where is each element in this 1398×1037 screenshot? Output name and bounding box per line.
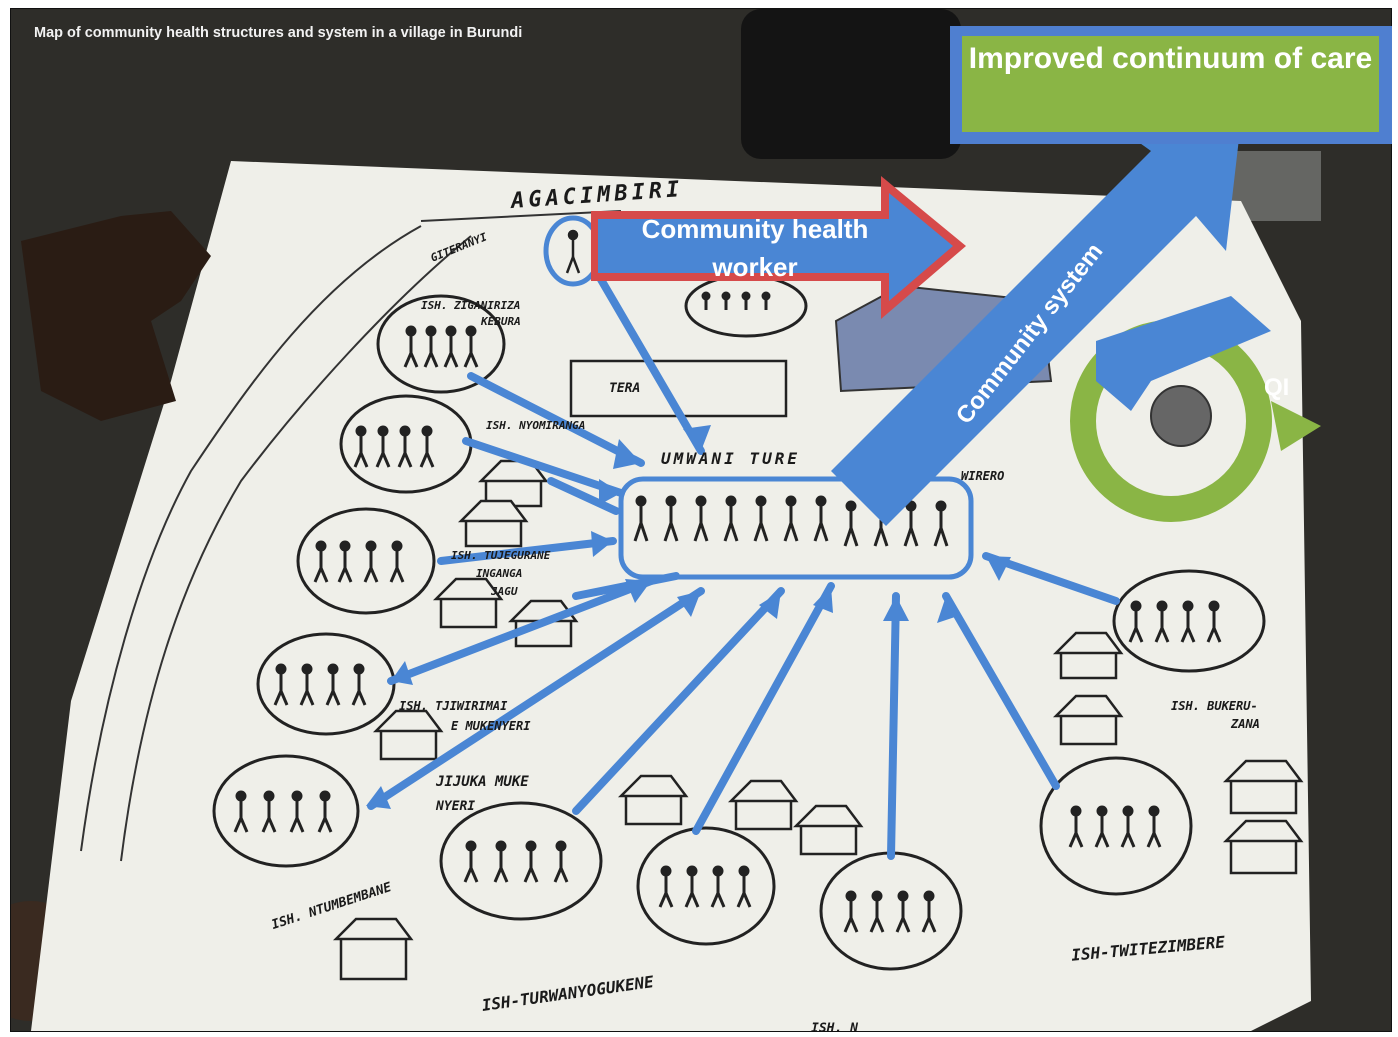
map-label: ISH. N: [811, 1021, 858, 1032]
map-label: ISH. TJIWIRIMAI: [399, 699, 508, 713]
arrow-head: [937, 596, 961, 623]
map-label: ISH. NYOMIRANGA: [486, 419, 586, 432]
bag-shape: [741, 9, 961, 159]
house-icon: [457, 499, 529, 548]
arrow-head: [366, 786, 391, 809]
road-line: [120, 235, 472, 862]
flow-arrow: [387, 577, 655, 685]
map-label: UMWANI TURE: [661, 449, 800, 468]
house-icon: [617, 774, 689, 826]
chw-label: Community health worker: [641, 214, 869, 282]
arrow-head: [813, 586, 833, 613]
house-icon: [332, 917, 414, 981]
map-label: JAGU: [491, 585, 518, 598]
road-line: [80, 225, 422, 852]
map-label: NYERI: [436, 799, 476, 814]
group-circles: [212, 274, 1266, 971]
flow-arrow: [547, 477, 620, 515]
house-icon: [1052, 631, 1124, 680]
arrow-head: [683, 425, 711, 451]
chw-figure: [565, 229, 581, 274]
arrow-head: [759, 591, 781, 619]
map-label: JIJUKA MUKE: [436, 774, 529, 790]
slide-caption: Map of community health structures and s…: [34, 25, 523, 41]
qi-cycle-arrowhead: [1271, 401, 1321, 451]
photo: AGACIMBIRI GITERANYI ISH. ZIGANIRIZA KEB…: [10, 8, 1392, 1032]
chw-arrow: [598, 193, 953, 301]
map-label: KEBURA: [481, 315, 521, 328]
photo-drawing: [11, 9, 1321, 1031]
arrow-head: [613, 439, 641, 469]
group-circle: [212, 754, 360, 868]
map-label: E MUKENYERI: [451, 719, 531, 733]
houses: [332, 359, 1304, 981]
arrow-head: [986, 556, 1011, 581]
stick-figures: [233, 291, 1222, 933]
group-circle: [439, 801, 603, 921]
house-icon: [727, 779, 799, 831]
flow-arrow: [692, 582, 835, 835]
group-circle: [296, 507, 436, 615]
group-circle: [1039, 756, 1193, 896]
house-icon: [792, 804, 864, 856]
arrow-head: [599, 479, 621, 505]
house-icon: [432, 577, 504, 629]
outcome-box: Improved continuum of care: [962, 36, 1379, 132]
map-label: ISH. BUKERU-: [1171, 699, 1258, 713]
arrow-head: [883, 596, 909, 621]
flow-arrow: [572, 572, 680, 600]
flow-arrow: [367, 587, 705, 810]
arrow-head: [677, 591, 701, 617]
qi-arrows: [1096, 296, 1271, 411]
flow-arrow: [467, 372, 645, 467]
group-circle: [1112, 569, 1266, 673]
flow-arrow: [942, 592, 1060, 790]
arrow-heads: [366, 425, 1011, 809]
flow-arrow: [887, 592, 900, 860]
qi-label: QI: [1264, 374, 1290, 401]
flow-arrow: [462, 437, 625, 497]
house-icon: [1052, 694, 1124, 746]
map-label: ZANA: [1231, 717, 1260, 731]
flow-arrow: [572, 587, 785, 815]
hand-top-left: [21, 211, 211, 421]
house-icon: [477, 459, 549, 508]
map-label: ISH. TUJEGURANE: [451, 549, 551, 562]
group-circle: [636, 826, 776, 946]
qi-character-icon: [1150, 385, 1212, 447]
flow-arrows: [367, 267, 1120, 860]
arrow-head: [391, 661, 413, 685]
map-label: WIRERO: [961, 469, 1005, 483]
flow-arrow: [592, 267, 705, 455]
central-community-box: [618, 476, 974, 580]
map-label: TERA: [609, 381, 641, 396]
flow-arrow: [437, 537, 617, 565]
house-icon: [1222, 759, 1304, 815]
group-circle: [376, 294, 506, 394]
road-line: [420, 210, 622, 222]
map-label: ISH. ZIGANIRIZA: [421, 299, 521, 312]
arrow-head: [625, 579, 651, 603]
community-system-arrow: [831, 121, 1241, 526]
house-icon: [1222, 819, 1304, 875]
arrow-head: [591, 531, 613, 557]
map-label: INGANGA: [476, 567, 523, 580]
